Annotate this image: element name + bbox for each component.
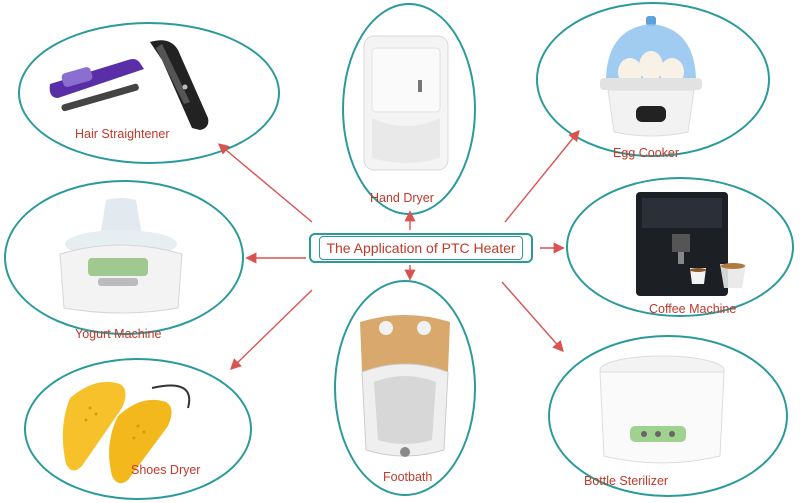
hand-dryer-icon (363, 35, 449, 171)
hair-straightener-label: Hair Straightener (75, 127, 170, 141)
arrow-bottle-sterilizer (501, 281, 564, 353)
center-title-box: The Application of PTC Heater (309, 233, 533, 263)
bottle-sterilizer-label: Bottle Sterilizer (584, 474, 669, 488)
arrow-shoes-dryer (229, 289, 313, 370)
yogurt-machine-label: Yogurt Machine (75, 327, 162, 341)
arrow-egg-cooker (504, 129, 580, 223)
bottle-sterilizer-icon (599, 355, 725, 464)
egg-cooker-icon (600, 16, 702, 137)
shoes-dryer-icon (62, 381, 191, 484)
coffee-machine-label: Coffee Machine (649, 302, 737, 316)
footbath-icon (360, 315, 450, 457)
shoes-dryer-label: Shoes Dryer (131, 463, 201, 477)
center-title: The Application of PTC Heater (319, 236, 523, 260)
egg-cooker-label: Egg Cooker (613, 146, 680, 160)
arrow-hair-straightener (217, 143, 313, 223)
yogurt-machine-icon (59, 198, 183, 314)
footbath-label: Footbath (383, 470, 433, 484)
coffee-machine-icon (636, 192, 746, 296)
hand-dryer-label: Hand Dryer (370, 191, 434, 205)
hair-straightener-icon (49, 40, 209, 131)
